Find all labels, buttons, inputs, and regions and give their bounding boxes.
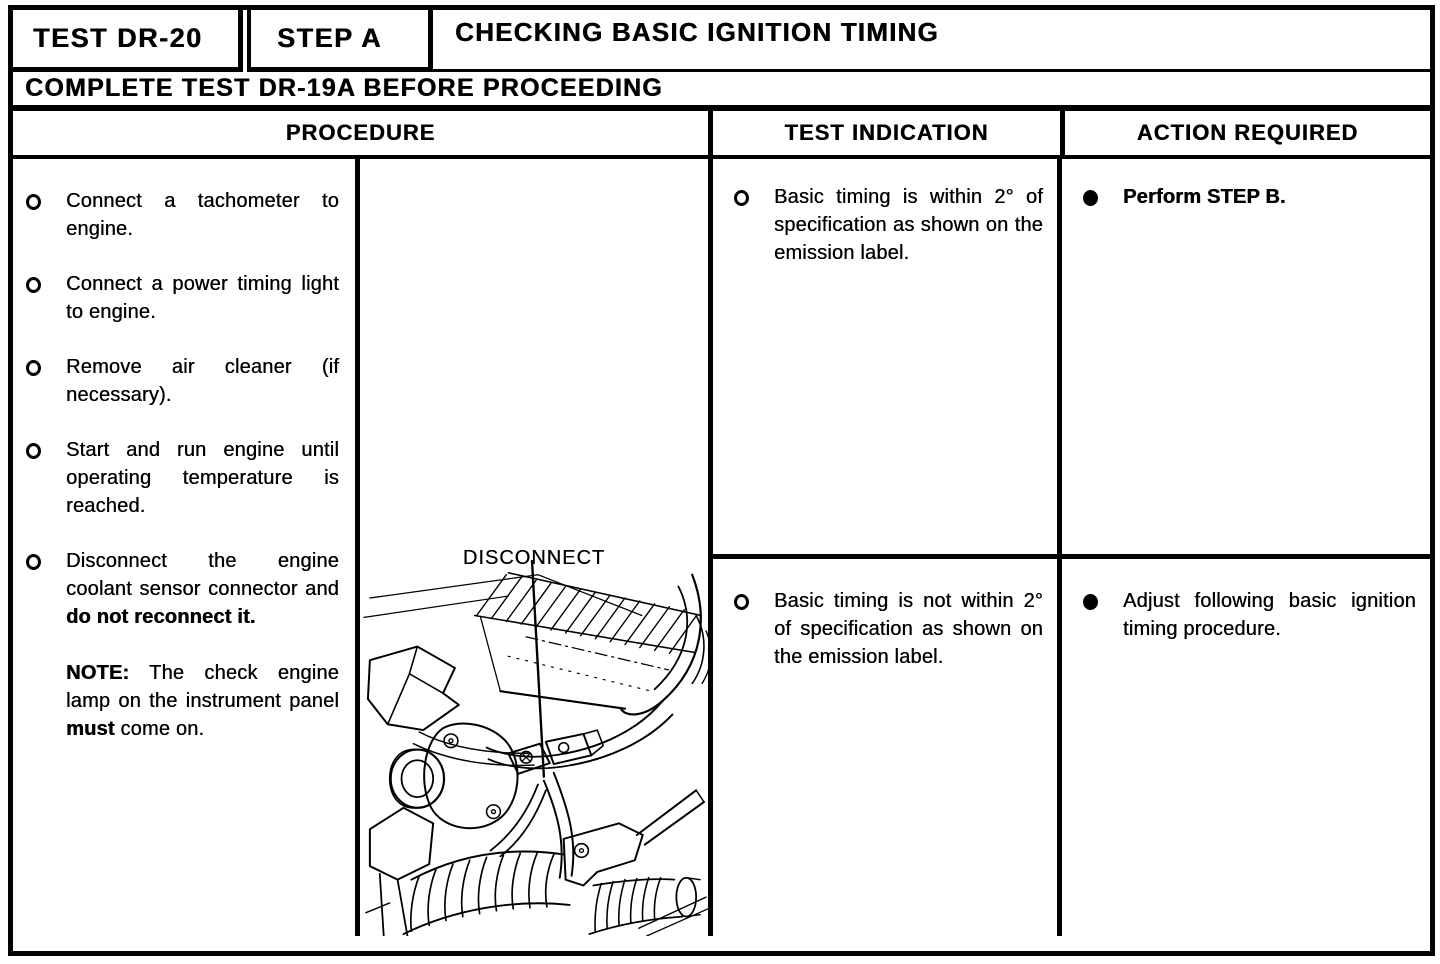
test-indication-cell-2: Basic timing is not within 2° of specifi… — [713, 559, 1062, 936]
diagnostic-test-page: TEST DR-20 STEP A CHECKING BASIC IGNITIO… — [8, 5, 1435, 956]
table-body: Connect a tachometer to engine. Connect a… — [13, 159, 1430, 936]
procedure-step-text: Remove air cleaner (if necessary). — [66, 356, 339, 406]
test-indication-text-2: Basic timing is not within 2° of specifi… — [774, 590, 1043, 668]
figure-callout-label: DISCONNECT — [462, 547, 606, 569]
prerequisite-notice-text: COMPLETE TEST DR-19A BEFORE PROCEEDING — [25, 74, 663, 102]
column-header-row: PROCEDURE TEST INDICATION ACTION REQUIRE… — [13, 111, 1430, 159]
step-label: STEP A — [277, 23, 383, 53]
action-required-cell-2: Adjust following basic ignition timing p… — [1062, 559, 1430, 936]
test-indication-item: Basic timing is within 2° of specificati… — [727, 183, 1043, 267]
figure-cell: DISCONNECT — [360, 159, 713, 936]
column-header-procedure: PROCEDURE — [13, 111, 713, 155]
bullet-icon — [1083, 594, 1098, 610]
procedure-step: Connect a tachometer to engine. — [19, 187, 339, 243]
procedure-step-text: Start and run engine until operating tem… — [66, 439, 339, 517]
bullet-icon — [734, 190, 749, 206]
page-title: CHECKING BASIC IGNITION TIMING — [455, 17, 939, 47]
bullet-icon — [26, 443, 41, 459]
procedure-note: NOTE: The check engine lamp on the instr… — [66, 662, 339, 740]
action-required-item: Adjust following basic ignition timing p… — [1076, 587, 1416, 643]
title-zone: CHECKING BASIC IGNITION TIMING — [433, 10, 1430, 72]
engine-diagram — [363, 559, 708, 936]
bullet-icon — [26, 360, 41, 376]
test-id-box: TEST DR-20 — [13, 10, 243, 72]
procedure-step: Start and run engine until operating tem… — [19, 436, 339, 520]
procedure-step: Disconnect the engine coolant sensor con… — [19, 547, 339, 631]
procedure-cell: Connect a tachometer to engine. Connect a… — [13, 159, 360, 936]
action-required-item: Perform STEP B. — [1076, 183, 1416, 211]
test-indication-item: Basic timing is not within 2° of specifi… — [727, 587, 1043, 671]
step-box: STEP A — [247, 10, 433, 72]
header-row: TEST DR-20 STEP A CHECKING BASIC IGNITIO… — [13, 10, 1430, 72]
procedure-step: Remove air cleaner (if necessary). — [19, 353, 339, 409]
procedure-step-text: Connect a tachometer to engine. — [66, 190, 339, 240]
test-indication-cell-1: Basic timing is within 2° of specificati… — [713, 159, 1062, 559]
test-id-label: TEST DR-20 — [33, 23, 203, 53]
bullet-icon — [734, 594, 749, 610]
column-header-action-required: ACTION REQUIRED — [1136, 120, 1359, 145]
action-required-cell-1: Perform STEP B. — [1062, 159, 1430, 559]
bullet-icon — [26, 277, 41, 293]
action-required-text-2: Adjust following basic ignition timing p… — [1123, 590, 1416, 640]
procedure-steps: Connect a tachometer to engine. Connect a… — [19, 187, 339, 631]
bullet-icon — [26, 554, 41, 570]
procedure-step-text: Disconnect the engine coolant sensor con… — [66, 550, 339, 628]
bullet-icon — [26, 194, 41, 210]
procedure-step: Connect a power timing light to engine. — [19, 270, 339, 326]
column-header-test-indication: TEST INDICATION — [713, 111, 1065, 155]
action-required-text-1: Perform STEP B. — [1123, 186, 1286, 208]
procedure-step-text: Connect a power timing light to engine. — [66, 273, 339, 323]
test-indication-text-1: Basic timing is within 2° of specificati… — [774, 186, 1043, 264]
prerequisite-notice: COMPLETE TEST DR-19A BEFORE PROCEEDING — [13, 72, 1430, 111]
bullet-icon — [1083, 190, 1098, 206]
